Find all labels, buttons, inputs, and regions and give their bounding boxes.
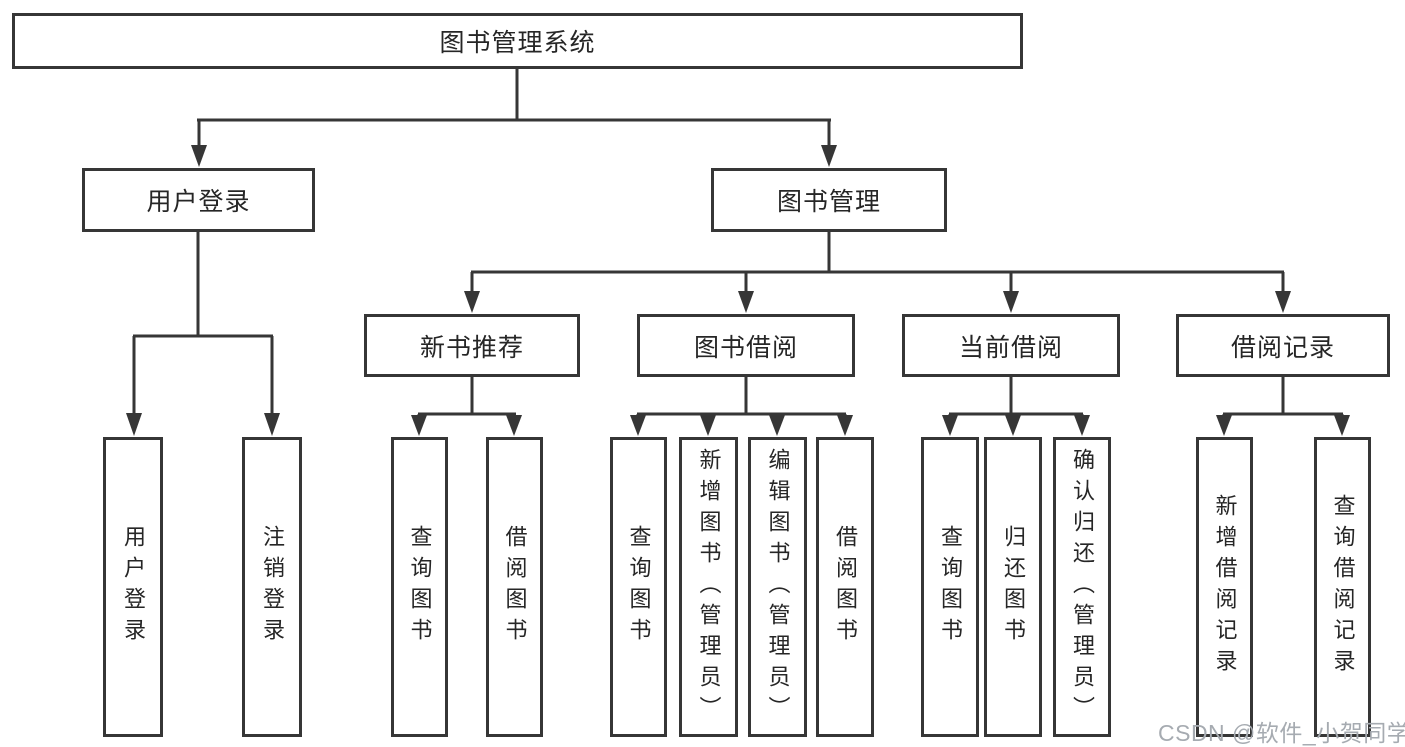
node-borrowing-records: 借阅记录 (1176, 314, 1390, 377)
node-new-book-recommendation-label: 新书推荐 (419, 333, 524, 362)
leaf-borrow-books-borrowing-label: 借阅图书 (833, 525, 858, 649)
csdn-watermark: CSDN @软件_小贺同学 (1158, 720, 1405, 746)
node-new-book-recommendation: 新书推荐 (364, 314, 580, 377)
leaf-borrow-books-borrowing: 借阅图书 (816, 437, 874, 737)
leaf-query-books-recommend: 查询图书 (391, 437, 448, 737)
node-current-borrowing: 当前借阅 (902, 314, 1120, 377)
leaf-query-books-borrowing-label: 查询图书 (626, 525, 652, 649)
node-user-login: 用户登录 (82, 168, 315, 232)
leaf-query-books-current: 查询图书 (921, 437, 979, 737)
node-borrowing-records-label: 借阅记录 (1230, 333, 1335, 362)
leaf-add-borrow-record: 新增借阅记录 (1196, 437, 1253, 737)
leaf-add-borrow-record-label: 新增借阅记录 (1212, 494, 1238, 680)
leaf-query-borrow-record: 查询借阅记录 (1314, 437, 1371, 737)
node-book-borrowing: 图书借阅 (637, 314, 855, 377)
node-library-system-label: 图书管理系统 (439, 29, 596, 57)
leaf-confirm-return-admin-label: 确认归还（管理员） (1070, 447, 1095, 727)
node-book-management-label: 图书管理 (776, 188, 881, 216)
leaf-return-books: 归还图书 (984, 437, 1042, 737)
leaf-add-book-admin: 新增图书（管理员） (679, 437, 738, 737)
leaf-query-books-current-label: 查询图书 (938, 525, 963, 649)
leaf-edit-book-admin: 编辑图书（管理员） (748, 437, 807, 737)
node-book-management: 图书管理 (711, 168, 947, 232)
leaf-query-books-borrowing: 查询图书 (610, 437, 667, 737)
node-user-login-label: 用户登录 (146, 188, 251, 216)
leaf-logout-label: 注销登录 (260, 525, 285, 649)
leaf-user-login-label: 用户登录 (121, 525, 146, 649)
node-current-borrowing-label: 当前借阅 (958, 333, 1063, 362)
leaf-borrow-books-recommend-label: 借阅图书 (502, 525, 528, 649)
leaf-user-login: 用户登录 (103, 437, 163, 737)
node-book-borrowing-label: 图书借阅 (693, 333, 798, 362)
leaf-query-books-recommend-label: 查询图书 (407, 525, 433, 649)
node-library-system: 图书管理系统 (12, 13, 1023, 69)
arrowhead-icons (126, 145, 1350, 436)
leaf-borrow-books-recommend: 借阅图书 (486, 437, 543, 737)
leaf-confirm-return-admin: 确认归还（管理员） (1053, 437, 1111, 737)
leaf-logout: 注销登录 (242, 437, 302, 737)
leaf-edit-book-admin-label: 编辑图书（管理员） (765, 447, 791, 727)
leaf-query-borrow-record-label: 查询借阅记录 (1330, 494, 1356, 680)
leaf-add-book-admin-label: 新增图书（管理员） (696, 447, 722, 727)
leaf-return-books-label: 归还图书 (1001, 525, 1026, 649)
